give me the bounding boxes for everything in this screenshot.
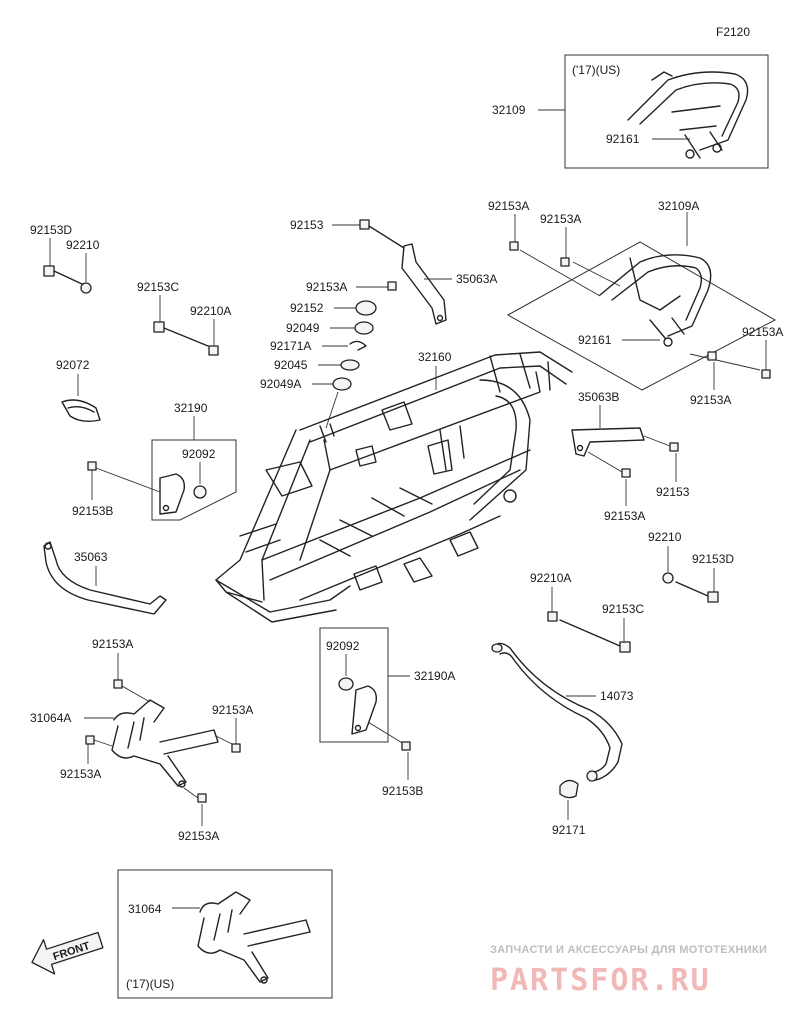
- nut-92210-right[interactable]: [662, 572, 674, 584]
- label-92072: 92072: [56, 358, 90, 372]
- label-92153A-h: 92153A: [212, 703, 253, 717]
- label-31064A: 31064A: [30, 711, 71, 725]
- rear-carrier-32109A[interactable]: [599, 254, 712, 347]
- main-frame-32160[interactable]: [215, 351, 573, 623]
- variant-inset-top: [564, 54, 769, 169]
- label-92153A-j: 92153A: [178, 829, 219, 843]
- bolt-92153D-top[interactable]: [43, 265, 83, 285]
- stay-35063[interactable]: [43, 541, 167, 615]
- clamp-92171[interactable]: [559, 779, 579, 799]
- label-92049A: 92049A: [260, 377, 301, 391]
- label-92153C-top: 92153C: [137, 280, 179, 294]
- variant-inset-bottom: [117, 869, 333, 999]
- label-92049: 92049: [286, 321, 320, 335]
- nut-92210A-top[interactable]: [208, 345, 219, 356]
- label-92210A-top: 92210A: [190, 304, 231, 318]
- label-92161-top: 92161: [606, 132, 640, 146]
- band-92072[interactable]: [61, 399, 101, 423]
- label-92153A-e: 92153A: [306, 280, 347, 294]
- label-92153A-c: 92153A: [742, 325, 783, 339]
- rear-carrier-small[interactable]: [627, 71, 749, 159]
- label-92210-top: 92210: [66, 238, 100, 252]
- bolt-92153A-f[interactable]: [621, 468, 631, 478]
- pipe-14073[interactable]: [491, 642, 623, 782]
- mount-inset-32190: [151, 439, 237, 521]
- watermark-tagline: ЗАПЧАСТИ И АКСЕССУАРЫ ДЛЯ МОТОТЕХНИКИ: [490, 944, 767, 956]
- label-92153B-left: 92153B: [72, 504, 113, 518]
- front-direction-arrow: FRONT: [31, 931, 104, 975]
- bolt-92153-right[interactable]: [669, 442, 679, 452]
- bolt-92153A-b[interactable]: [560, 257, 570, 267]
- bracket-31064A[interactable]: [111, 699, 219, 788]
- label-32109: 32109: [492, 103, 526, 117]
- damper-92045[interactable]: [340, 359, 360, 371]
- label-92092-top: 92092: [182, 447, 216, 461]
- label-35063A: 35063A: [456, 272, 497, 286]
- bolt-92153D-right[interactable]: [675, 581, 719, 603]
- bolt-92153A-a[interactable]: [509, 241, 519, 251]
- label-31064: 31064: [128, 902, 162, 916]
- bolt-92153A-g[interactable]: [113, 679, 123, 689]
- bracket-31064[interactable]: [197, 891, 311, 984]
- label-92153A-f: 92153A: [604, 509, 645, 523]
- label-92153D-top: 92153D: [30, 223, 72, 237]
- label-92045: 92045: [274, 358, 308, 372]
- diagram-code: F2120: [716, 25, 750, 39]
- label-92153D-right: 92153D: [692, 552, 734, 566]
- label-92153-right: 92153: [656, 485, 690, 499]
- label-92161-mid: 92161: [578, 333, 612, 347]
- clamp-92171A[interactable]: [349, 340, 367, 351]
- grommet-92049A[interactable]: [332, 377, 352, 391]
- variant-label-bottom: ('17)(US): [126, 977, 174, 991]
- label-32160: 32160: [418, 350, 452, 364]
- bolt-92153B-left[interactable]: [87, 461, 97, 471]
- label-92153A-b: 92153A: [540, 212, 581, 226]
- label-32190A: 32190A: [414, 669, 455, 683]
- collar-92152[interactable]: [355, 300, 377, 316]
- bolt-92153C-right[interactable]: [559, 619, 631, 653]
- label-92153: 92153: [290, 218, 324, 232]
- label-92153A-d: 92153A: [690, 393, 731, 407]
- label-92171: 92171: [552, 823, 586, 837]
- nut-92210A-right[interactable]: [547, 611, 558, 622]
- label-92092-bot: 92092: [326, 639, 360, 653]
- label-92171A: 92171A: [270, 339, 311, 353]
- mount-32190A[interactable]: [338, 677, 378, 735]
- bolt-92153A-c[interactable]: [761, 369, 771, 379]
- bolt-92153B-bot[interactable]: [401, 741, 411, 751]
- bolt-92153[interactable]: [359, 219, 405, 249]
- label-35063B: 35063B: [578, 390, 619, 404]
- label-92153A-a: 92153A: [488, 199, 529, 213]
- bolt-92153A-j[interactable]: [197, 793, 207, 803]
- mount-inset-32190A: [319, 627, 389, 743]
- bolt-92153A-h[interactable]: [231, 743, 241, 753]
- label-35063: 35063: [74, 550, 108, 564]
- label-92210A-right: 92210A: [530, 571, 571, 585]
- stay-35063B[interactable]: [571, 427, 645, 457]
- label-92153A-g: 92153A: [92, 637, 133, 651]
- label-92152: 92152: [290, 301, 324, 315]
- label-32190: 32190: [174, 401, 208, 415]
- variant-label-top: ('17)(US): [572, 63, 620, 77]
- label-92153B-bot: 92153B: [382, 784, 423, 798]
- label-92153C-right: 92153C: [602, 602, 644, 616]
- label-92210-right: 92210: [648, 530, 682, 544]
- label-92153A-i: 92153A: [60, 767, 101, 781]
- nut-92210-top[interactable]: [80, 282, 92, 294]
- watermark-logo: PARTSFOR.RU: [490, 963, 711, 998]
- label-14073: 14073: [600, 689, 634, 703]
- bolt-92153C-top[interactable]: [153, 321, 209, 347]
- bolt-92153A-e[interactable]: [387, 281, 397, 291]
- stay-35063A[interactable]: [401, 243, 447, 325]
- assembly-outline-32109A: [506, 241, 777, 391]
- bolt-92153A-i[interactable]: [85, 735, 95, 745]
- bolt-92153A-d[interactable]: [707, 351, 717, 361]
- grommet-92049[interactable]: [354, 321, 374, 335]
- label-32109A: 32109A: [658, 199, 699, 213]
- mount-32190[interactable]: [159, 473, 207, 515]
